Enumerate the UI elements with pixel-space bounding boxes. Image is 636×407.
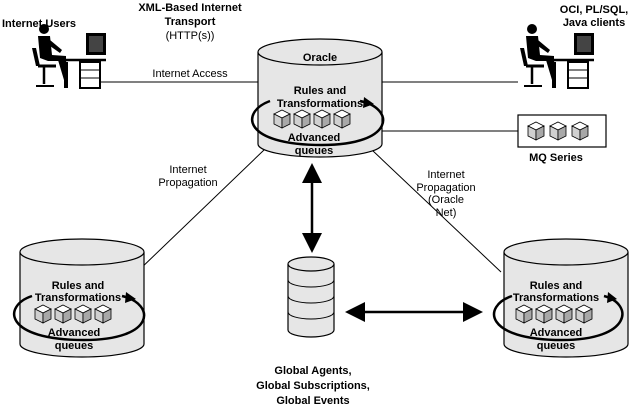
rules-label-top-1: Rules and — [294, 85, 347, 97]
propagation-left-label-1: Internet — [169, 164, 206, 176]
internet-propagation-left-line — [136, 149, 265, 273]
cycle-arrowhead-left — [125, 292, 136, 303]
cycle-arrow-left — [12, 294, 146, 342]
propagation-right-label-3: (Oracle — [428, 194, 464, 206]
mq-series-label: MQ Series — [529, 152, 583, 164]
internet-propagation-right-line — [371, 149, 502, 273]
transport-label-3: (HTTP(s)) — [166, 30, 215, 42]
queues-label-top-1: Advanced — [288, 132, 341, 144]
global-directory-icon — [287, 256, 335, 338]
cycle-arrowhead-right — [607, 292, 617, 303]
mq-series-box — [517, 114, 607, 148]
rules-label-left-2: Transformations — [35, 292, 121, 304]
global-label-3: Global Events — [276, 395, 349, 407]
propagation-left-label-2: Propagation — [158, 177, 217, 189]
oracle-title: Oracle — [303, 52, 337, 64]
transport-label-1: XML-Based Internet — [138, 2, 242, 14]
propagation-right-label-2: Propagation — [416, 182, 475, 194]
clients-label-2: Java clients — [563, 17, 625, 29]
internet-access-label: Internet Access — [152, 68, 228, 80]
internet-users-label: Internet Users — [2, 18, 76, 30]
database-left: Rules and Transformations Advanced queue… — [12, 238, 146, 358]
rules-label-right-1: Rules and — [530, 280, 583, 292]
queues-label-right-1: Advanced — [530, 327, 583, 339]
cycle-arrow-right — [493, 294, 624, 342]
oracle-database-top: Oracle Rules and Transformations Advance… — [250, 38, 385, 158]
clients-label-1: OCI, PL/SQL, — [560, 4, 628, 16]
propagation-right-label-1: Internet — [427, 169, 464, 181]
client-user-icon — [520, 24, 594, 89]
cycle-arrow-top — [250, 99, 385, 147]
database-right: Rules and Transformations Advanced queue… — [493, 238, 629, 358]
cycle-arrowhead-top — [363, 97, 374, 108]
queues-label-top-2: queues — [295, 145, 334, 157]
internet-user-icon — [32, 24, 106, 89]
propagation-right-label-4: Net) — [436, 207, 457, 219]
rules-label-left-1: Rules and — [52, 280, 105, 292]
rules-label-top-2: Transformations — [277, 98, 363, 110]
queues-label-left-1: Advanced — [48, 327, 101, 339]
queues-label-right-2: queues — [537, 340, 576, 352]
queues-label-left-2: queues — [55, 340, 94, 352]
rules-label-right-2: Transformations — [513, 292, 599, 304]
global-label-2: Global Subscriptions, — [256, 380, 370, 392]
global-label-1: Global Agents, — [274, 365, 351, 377]
transport-label-2: Transport — [165, 16, 216, 28]
